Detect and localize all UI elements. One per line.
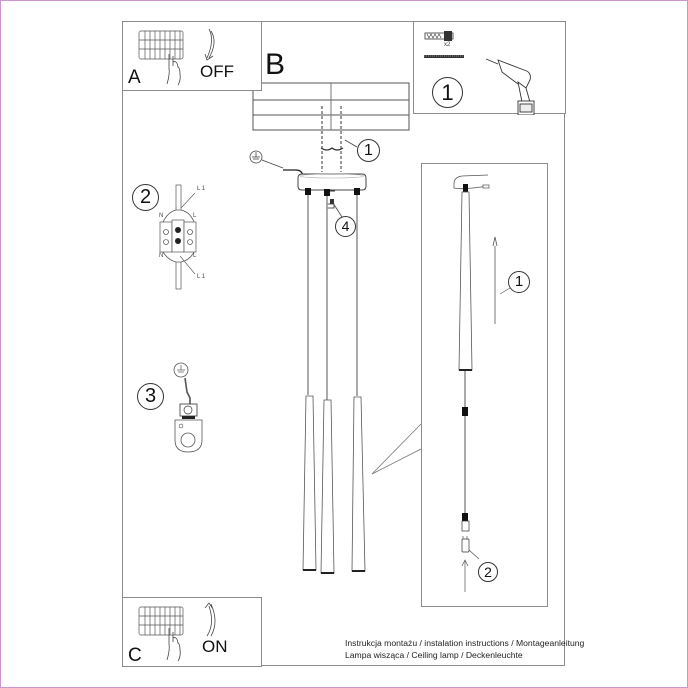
wire-label-bottom-l: L xyxy=(193,253,197,259)
screw-step-badge: 4 xyxy=(335,216,356,237)
wire-label-bottom-l1: L 1 xyxy=(197,274,206,280)
wiring-step-badge: 2 xyxy=(132,184,159,211)
wall-plug-icon xyxy=(424,31,454,41)
panel-c-letter: C xyxy=(128,645,142,666)
mount-step-badge: 1 xyxy=(357,139,380,162)
wire-label-top-l1: L 1 xyxy=(197,186,206,192)
power-off-label: OFF xyxy=(200,62,234,81)
footer-product-name: Lampa wisząca / Ceiling lamp / Deckenleu… xyxy=(345,650,523,660)
wire-label-bottom-n: N xyxy=(159,253,164,259)
ceiling-block xyxy=(252,82,410,131)
tools-illustration xyxy=(424,31,535,115)
instruction-frame xyxy=(122,21,565,666)
footer-instructions-title: Instrukcja montażu / instalation instruc… xyxy=(345,638,585,648)
panel-a-power-off: A OFF xyxy=(122,21,262,91)
panel-a-letter: A xyxy=(128,67,141,88)
screw-icon xyxy=(424,55,464,58)
drill-icon xyxy=(485,58,535,115)
panel-b-letter: B xyxy=(265,48,286,81)
power-on-label: ON xyxy=(202,637,228,656)
raise-step-badge: 1 xyxy=(508,271,530,293)
quantity-label: x2 xyxy=(444,42,451,48)
wire-label-top-l: L xyxy=(193,213,197,219)
breaker-switch-off-icon xyxy=(138,28,215,86)
detail-installation-box: 1 2 xyxy=(421,163,548,607)
pendant-detail-diagram xyxy=(453,174,511,592)
ground-step-badge: 3 xyxy=(137,383,164,410)
panel-tools: x2 1 xyxy=(413,21,566,115)
breaker-switch-on-icon xyxy=(138,602,216,662)
step-1-badge: 1 xyxy=(432,77,463,108)
panel-c-power-on: C ON xyxy=(122,597,262,667)
bulb-step-badge: 2 xyxy=(478,562,498,582)
wire-label-top-n: N xyxy=(159,213,164,219)
